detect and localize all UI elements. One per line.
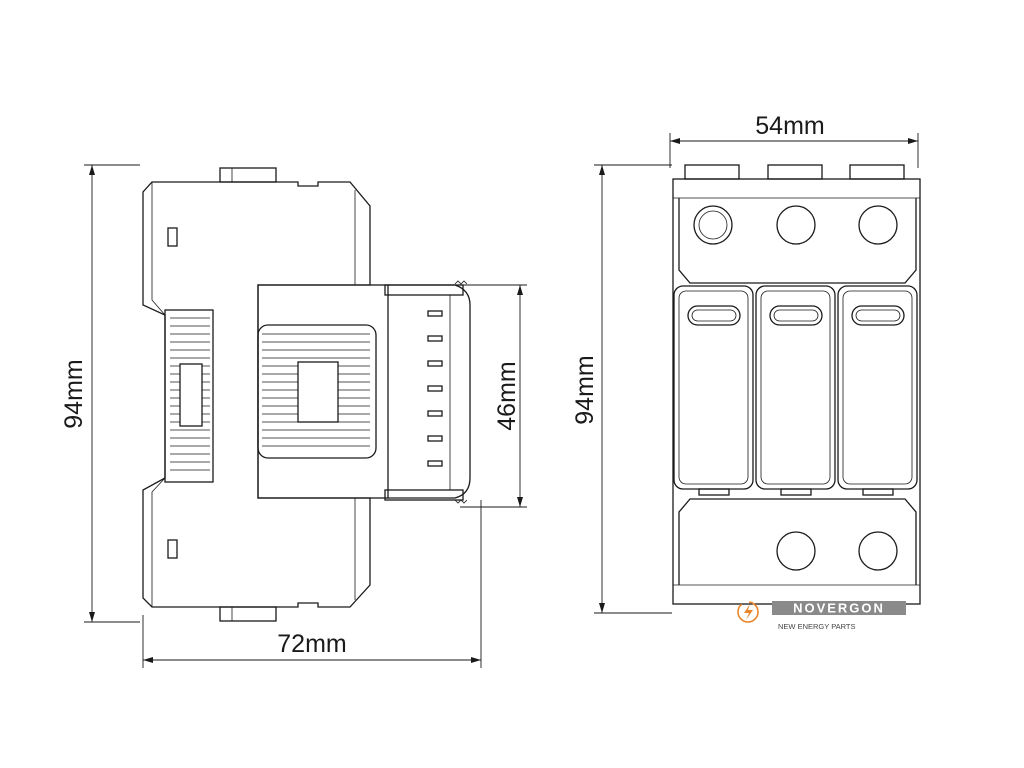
bolt-circle-icon (737, 601, 759, 623)
front-height-label: 94mm (571, 355, 599, 424)
front-width-label: 54mm (755, 112, 824, 140)
front-height-dimension: 94mm (571, 164, 672, 614)
side-blade-slots (427, 310, 443, 467)
side-height-label: 94mm (60, 359, 88, 428)
front-module-1 (673, 285, 754, 496)
side-body (142, 167, 471, 622)
side-module-vent (262, 333, 370, 447)
front-view: 54mm 94mm (571, 112, 921, 614)
front-module-2 (755, 285, 836, 496)
side-height-dimension: 94mm (60, 164, 140, 623)
front-top-screws (693, 205, 898, 245)
side-left-vent (170, 317, 210, 471)
side-view: 94mm 72mm 46mm (60, 164, 527, 668)
front-bottom-screws (776, 531, 898, 571)
side-width-label: 72mm (277, 630, 346, 658)
logo-name: NOVERGON (793, 601, 885, 616)
logo-tagline: NEW ENERGY PARTS (778, 622, 856, 631)
side-depth-dimension: 46mm (460, 284, 527, 508)
brand-logo: NOVERGON NEW ENERGY PARTS (737, 601, 906, 631)
front-module-3 (837, 285, 918, 496)
front-width-dimension: 54mm (669, 112, 919, 168)
side-depth-label: 46mm (493, 361, 521, 430)
side-width-dimension: 72mm (142, 500, 482, 668)
